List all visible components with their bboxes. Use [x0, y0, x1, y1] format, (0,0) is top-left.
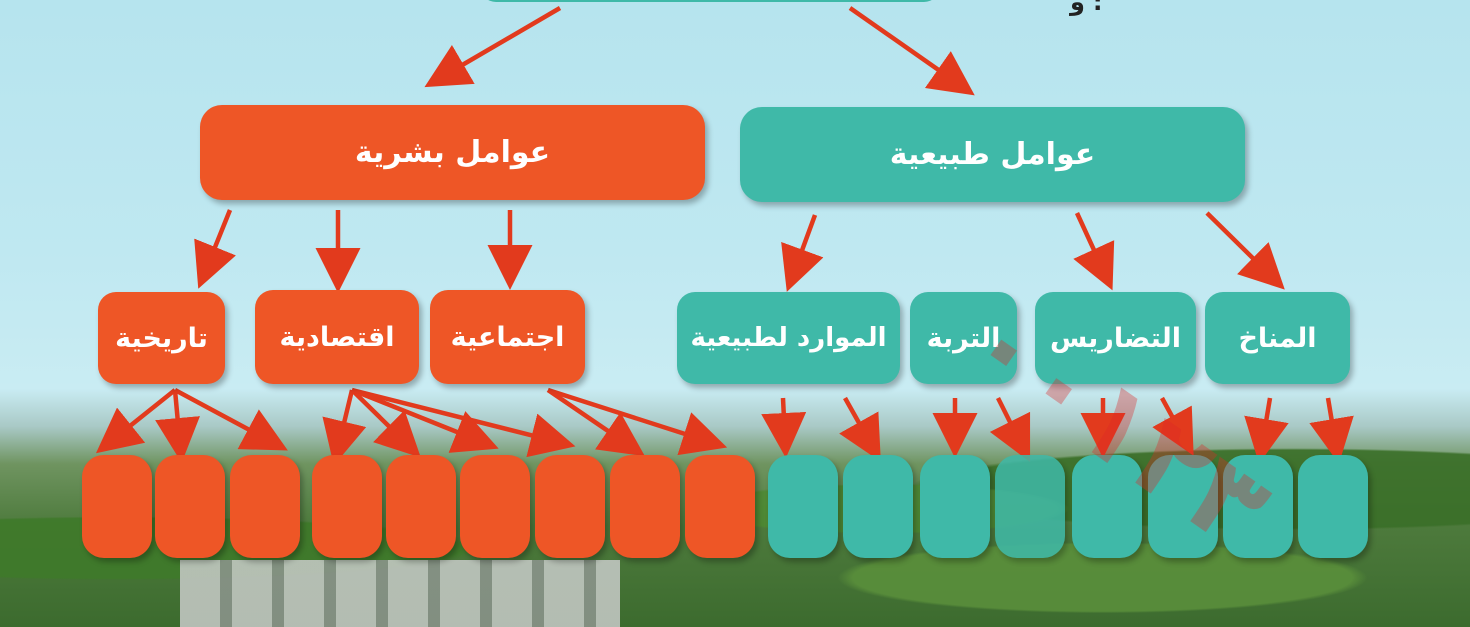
arrow-leaf: [1309, 397, 1354, 464]
leaf-box: [1072, 455, 1142, 558]
arrow-leaf: [761, 397, 807, 458]
human-factors-box: عوامل بشرية: [200, 105, 705, 200]
arrow-leaf: [351, 387, 576, 458]
arrow-leaf: [350, 388, 421, 458]
arrow-leaf: [989, 396, 1031, 463]
arrow-human-historical: [194, 209, 236, 289]
arrow-leaf: [155, 389, 200, 463]
leaf-box: [155, 455, 225, 558]
top-text-fragment: ؛ و: [1070, 0, 1103, 16]
leaf-box: [1148, 455, 1218, 558]
arrow-leaf: [322, 389, 367, 466]
leaf-box: [1298, 455, 1368, 558]
arrow-leaf: [95, 388, 177, 454]
leaf-box: [920, 455, 990, 558]
historical-box: تاريخية: [98, 292, 225, 384]
economic-box: اقتصادية: [255, 290, 419, 384]
leaf-box: [312, 455, 382, 558]
leaf-box: [768, 455, 838, 558]
soil-box: التربة: [910, 292, 1017, 384]
natural-resources-box: الموارد لطبيعية: [677, 292, 900, 384]
root-box-partial: [480, 0, 940, 2]
arrow-leaf: [1244, 397, 1289, 464]
leaf-box: [535, 455, 605, 558]
arrow-leaf: [173, 388, 288, 451]
leaf-box: [1223, 455, 1293, 558]
leaf-box: [610, 455, 680, 558]
leaf-box: [843, 455, 913, 558]
arrow-natural-resources: [781, 214, 824, 292]
arrow-leaf: [547, 387, 728, 456]
arrow-natural-climate: [1205, 211, 1285, 290]
climate-box: المناخ: [1205, 292, 1350, 384]
natural-factors-box: عوامل طبيعية: [740, 107, 1245, 202]
terrain-box: التضاريس: [1035, 292, 1196, 384]
leaf-box: [82, 455, 152, 558]
arrow-leaf: [839, 396, 881, 462]
arrow-leaf: [546, 388, 645, 457]
leaf-box: [460, 455, 530, 558]
leaf-box: [995, 455, 1065, 558]
leaf-box: [685, 455, 755, 558]
arrow-leaf: [1152, 396, 1194, 456]
background-building: [180, 560, 620, 627]
arrow-root-human: [424, 6, 562, 88]
leaf-box: [386, 455, 456, 558]
arrow-leaf: [351, 387, 499, 453]
social-box: اجتماعية: [430, 290, 585, 384]
arrow-root-natural: [848, 6, 975, 96]
leaf-box: [230, 455, 300, 558]
arrow-natural-terrain: [1073, 212, 1115, 291]
